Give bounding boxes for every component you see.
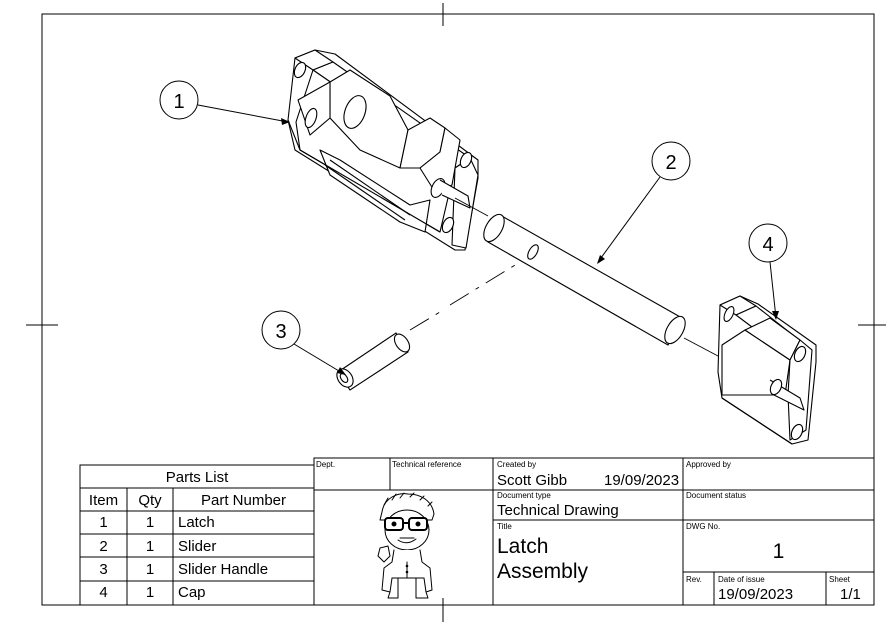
title-block-grid	[313, 457, 875, 606]
parts-list-row-1-item: 1	[99, 514, 108, 531]
created-date: 19/09/2023	[604, 472, 680, 489]
sheet-label: Sheet	[829, 575, 850, 584]
part-slider	[483, 213, 686, 346]
part-cap	[717, 295, 817, 445]
created-by-name: Scott Gibb	[497, 472, 568, 489]
part-latch	[287, 49, 479, 251]
parts-list-row-3-qty: 1	[145, 561, 155, 578]
document-status-label: Document status	[686, 491, 747, 500]
revision-label: Rev.	[686, 575, 702, 584]
parts-list-row-2-item: 2	[99, 538, 108, 555]
dwg-no-label: DWG No.	[686, 522, 721, 531]
parts-list-row-4-item: 4	[99, 584, 108, 601]
document-type-value: Technical Drawing	[497, 502, 619, 519]
parts-list-row-3-item: 3	[99, 561, 108, 578]
parts-list-row-3-part: Slider Handle	[178, 561, 269, 578]
parts-list-header-part-number: Part Number	[200, 492, 287, 509]
parts-list-header-qty: Qty	[138, 492, 162, 509]
parts-list-row-1-part: Latch	[178, 514, 215, 531]
parts-list-row-4-part: Cap	[178, 584, 206, 601]
date-of-issue-value: 19/09/2023	[718, 586, 794, 603]
sheet-value: 1/1	[840, 586, 861, 603]
balloon-1-label: 1	[173, 91, 184, 113]
drawing-title-line-2: Assembly	[497, 560, 589, 583]
document-type-label: Document type	[497, 491, 551, 500]
parts-list-row-4-qty: 1	[145, 584, 155, 601]
dept-label: Dept.	[316, 460, 336, 469]
parts-list-row-2-part: Slider	[178, 538, 217, 555]
balloon-3: 3	[261, 310, 346, 375]
cartoon-avatar-logo	[377, 492, 435, 599]
balloon-1: 1	[159, 80, 290, 125]
balloon-3-label: 3	[275, 321, 286, 343]
technical-reference-label: Technical reference	[392, 460, 462, 469]
drawing-title-line-1: Latch	[497, 535, 549, 558]
balloon-2-label: 2	[665, 152, 676, 174]
dwg-no-value: 1	[772, 540, 785, 563]
assembly-axis-lines	[409, 197, 719, 357]
parts-list-row-1-qty: 1	[145, 514, 155, 531]
balloon-4: 4	[748, 223, 788, 320]
balloon-2: 2	[597, 141, 691, 264]
date-of-issue-label: Date of issue	[718, 575, 765, 584]
created-by-label: Created by	[497, 460, 537, 469]
approved-by-label: Approved by	[686, 460, 731, 469]
parts-list-header-item: Item	[88, 492, 119, 509]
parts-list-row-2-qty: 1	[145, 538, 155, 555]
parts-list-title: Parts List	[165, 469, 229, 486]
balloon-4-label: 4	[762, 234, 773, 256]
title-label: Title	[497, 522, 512, 531]
part-slider-handle	[336, 332, 411, 391]
